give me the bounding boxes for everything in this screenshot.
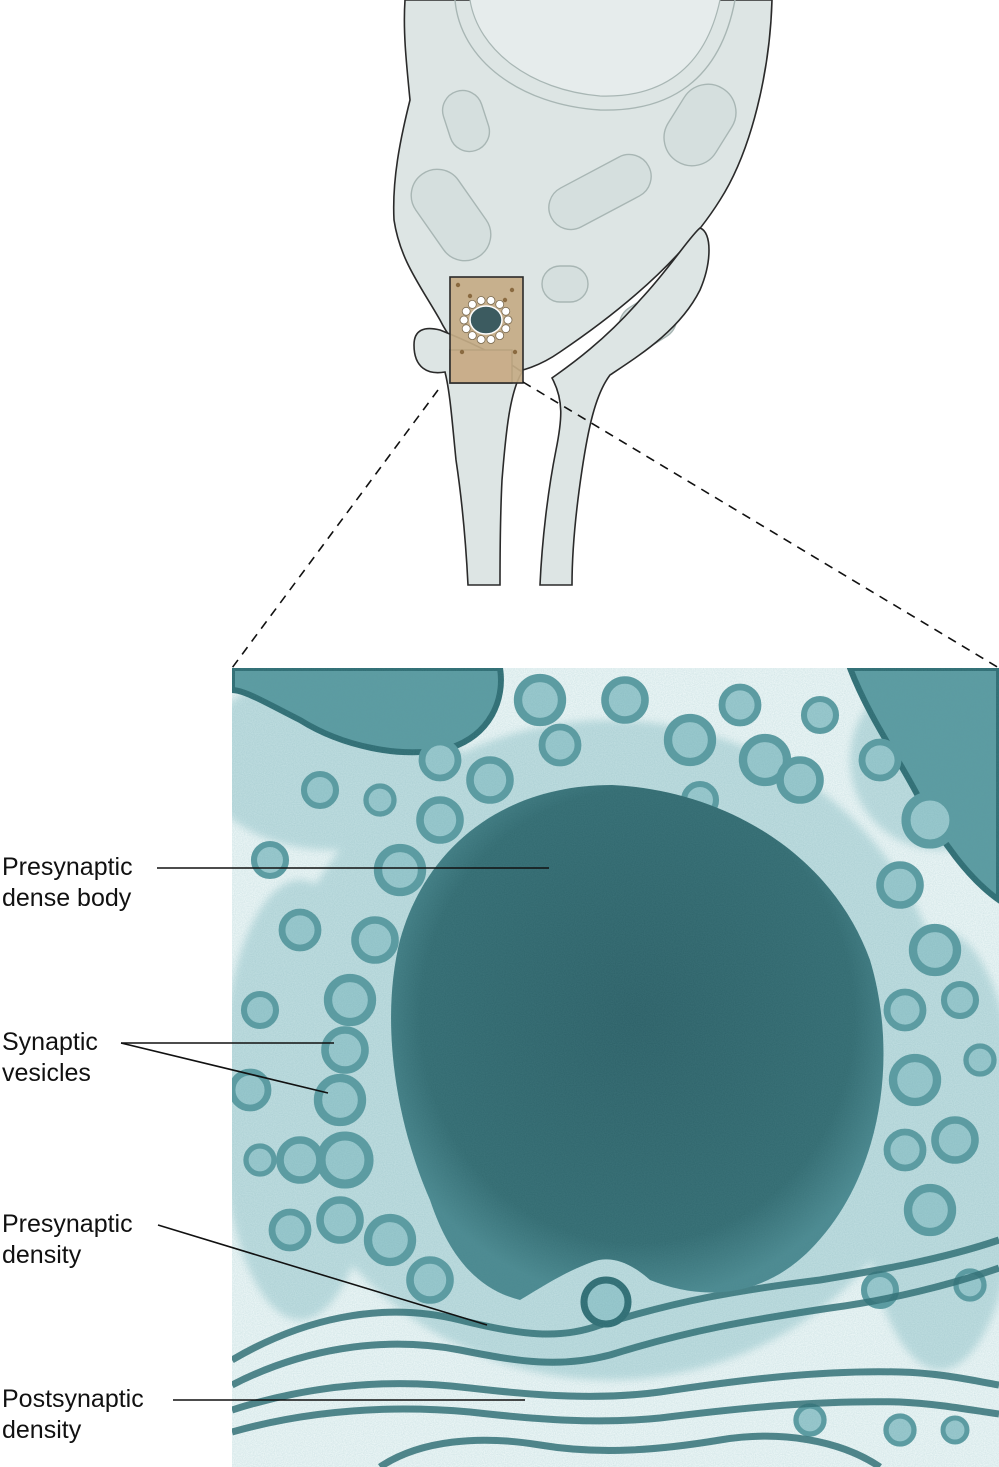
- schematic-vesicle: [503, 315, 513, 325]
- label-line: Postsynaptic: [2, 1385, 144, 1413]
- leader-lines: [120, 867, 549, 1401]
- schematic-vesicle-ring: [459, 296, 513, 344]
- label-line: dense body: [2, 884, 132, 912]
- leader-presynaptic-density: [157, 1224, 488, 1326]
- schematic-vesicle: [501, 324, 511, 334]
- schematic-vesicle: [461, 324, 471, 334]
- schematic-vesicle: [495, 331, 505, 341]
- schematic-vesicle: [501, 306, 511, 316]
- schematic-particle: [512, 349, 518, 355]
- schematic-vesicle: [461, 306, 471, 316]
- tan-box-particles: [455, 282, 518, 355]
- schematic-particle: [502, 297, 508, 303]
- schematic-vesicle: [467, 331, 477, 341]
- label-line: vesicles: [2, 1059, 91, 1087]
- nucleus-envelope: [469, 0, 721, 97]
- nucleus-outline: [454, 0, 736, 111]
- label-line: density: [2, 1416, 82, 1444]
- schematic-vesicle: [476, 296, 486, 305]
- zoom-line-left: [231, 389, 439, 669]
- label-line: Presynaptic: [2, 1210, 133, 1238]
- schematic-particle: [459, 349, 465, 355]
- schematic-vesicle: [495, 299, 505, 309]
- schematic-dense-body: [469, 305, 503, 335]
- label-presynaptic-dense-body: Presynaptic dense body: [2, 852, 133, 914]
- label-synaptic-vesicles: Synaptic vesicles: [2, 1027, 98, 1089]
- postsynaptic-dendrite-right: [539, 227, 710, 586]
- postsynaptic-dendrite-left: [413, 327, 524, 586]
- schematic-vesicle: [486, 296, 496, 305]
- label-line: density: [2, 1241, 82, 1269]
- zoom-line-right: [522, 381, 999, 669]
- label-line: Synaptic: [2, 1028, 98, 1056]
- label-postsynaptic-density: Postsynaptic density: [2, 1384, 144, 1446]
- schematic-particle: [509, 287, 515, 293]
- leader-vesicles-b: [120, 1042, 329, 1094]
- schematic-vesicle: [476, 335, 486, 344]
- schematic-vesicle: [467, 299, 477, 309]
- schematic-vesicle: [486, 335, 496, 344]
- schematic-particle: [455, 282, 461, 288]
- schematic-particle: [467, 293, 473, 299]
- schematic-vesicle: [459, 315, 469, 325]
- label-presynaptic-density: Presynaptic density: [2, 1209, 133, 1271]
- electron-micrograph: [232, 668, 999, 1467]
- label-line: Presynaptic: [2, 853, 133, 881]
- neuron-schematic: [231, 0, 999, 669]
